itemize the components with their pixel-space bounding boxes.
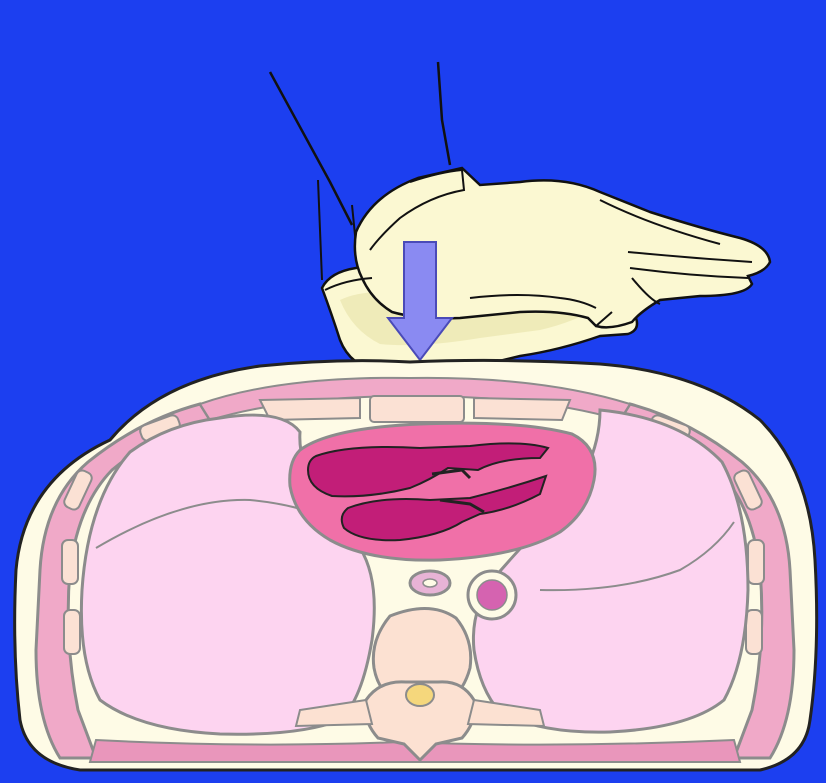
rib-cartilage-right: [474, 398, 570, 420]
esophagus-lumen: [423, 579, 437, 587]
rib-segment: [62, 540, 78, 584]
rib-segment: [748, 540, 764, 584]
aorta-lumen: [477, 580, 507, 610]
sternum: [370, 396, 464, 422]
rib-segment: [746, 610, 762, 654]
spinal-cord: [406, 684, 434, 706]
rib-segment: [64, 610, 80, 654]
chest-cross-section: [15, 360, 817, 770]
